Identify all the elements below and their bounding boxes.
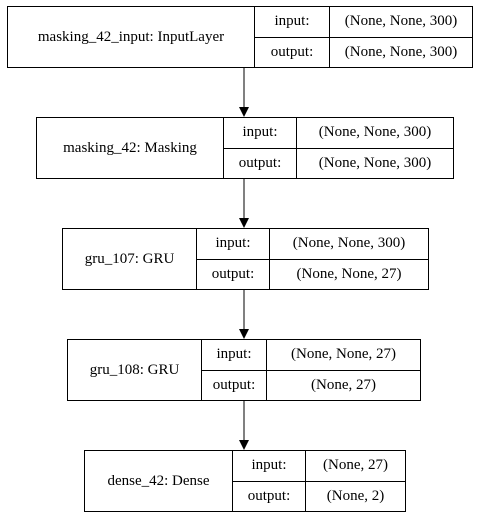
layer-node-gru107: gru_107: GRU input: output: (None, None,… bbox=[62, 228, 429, 290]
layer-node-gru108: gru_108: GRU input: output: (None, None,… bbox=[67, 339, 421, 401]
layer-name: gru_107: GRU bbox=[63, 229, 197, 289]
input-label: input: bbox=[202, 340, 266, 371]
output-shape: (None, None, 300) bbox=[344, 43, 458, 60]
layer-node-dense: dense_42: Dense input: output: (None, 27… bbox=[84, 450, 406, 512]
layer-node-masking: masking_42: Masking input: output: (None… bbox=[36, 117, 454, 179]
input-shape: (None, None, 27) bbox=[267, 340, 420, 371]
layer-name: dense_42: Dense bbox=[85, 451, 233, 511]
output-shape: (None, 2) bbox=[326, 487, 385, 504]
input-shape: (None, None, 300) bbox=[297, 118, 453, 149]
output-label: output: bbox=[238, 154, 282, 171]
output-shape: (None, None, 27) bbox=[296, 265, 402, 282]
input-shape: (None, None, 300) bbox=[330, 7, 472, 38]
output-shape: (None, None, 300) bbox=[318, 154, 432, 171]
output-label: output: bbox=[211, 265, 255, 282]
input-label: input: bbox=[255, 7, 329, 38]
layer-node-input: masking_42_input: InputLayer input: outp… bbox=[7, 6, 473, 68]
output-label: output: bbox=[270, 43, 314, 60]
input-shape: (None, None, 300) bbox=[270, 229, 428, 260]
output-shape: (None, 27) bbox=[311, 376, 376, 393]
input-label: input: bbox=[233, 451, 305, 482]
layer-name: masking_42: Masking bbox=[37, 118, 224, 178]
output-label: output: bbox=[212, 376, 256, 393]
input-label: input: bbox=[224, 118, 296, 149]
output-label: output: bbox=[247, 487, 291, 504]
input-shape: (None, 27) bbox=[306, 451, 405, 482]
layer-name: masking_42_input: InputLayer bbox=[8, 7, 255, 67]
input-label: input: bbox=[197, 229, 269, 260]
layer-name: gru_108: GRU bbox=[68, 340, 202, 400]
